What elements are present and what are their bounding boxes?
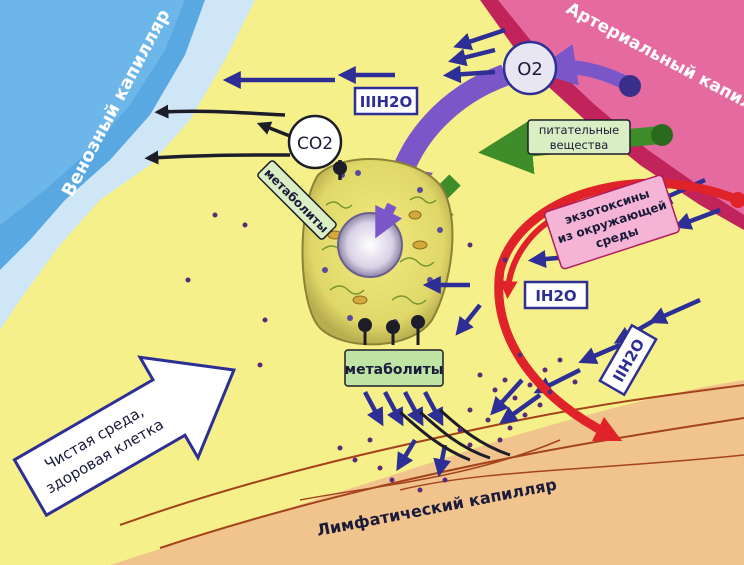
- oxygen-bubble: O2: [502, 40, 558, 96]
- lymph-inflow-lines: [398, 408, 511, 462]
- arterial-oxygen-dot: [619, 75, 641, 97]
- cell: [301, 158, 454, 346]
- nutrient-dot: [651, 124, 673, 146]
- co2-dot: [333, 161, 347, 175]
- water-box-3: IIIH2O: [353, 86, 419, 116]
- water-label-3: IIIH2O: [360, 93, 413, 111]
- cell-nucleus: [337, 212, 403, 278]
- co2-bubble: CO2: [287, 114, 343, 170]
- nutrients-label-2: вещества: [550, 138, 609, 152]
- clean-environment-arrow: Чистая среда, здоровая клетка: [12, 355, 237, 518]
- exotoxins-label-box: экзотоксины из окружающей среды: [544, 174, 680, 270]
- cell-metabolite-dots: [358, 315, 425, 334]
- co2-label: CO2: [297, 134, 333, 154]
- oxygen-to-nucleus-arrow: [375, 202, 403, 239]
- exotoxin-source-dot: [730, 192, 744, 208]
- nutrients-label-box: питательные вещества: [527, 119, 631, 155]
- metabolites-large-label: метаболиты: [345, 362, 444, 378]
- nutrients-label-1: питательные: [539, 123, 619, 137]
- exotoxin-particles: [185, 212, 578, 493]
- venous-capillary: Венозный капилляр: [0, 0, 255, 330]
- metabolites-large-box: метаболиты: [344, 349, 444, 387]
- oxygen-label: O2: [517, 59, 543, 80]
- water-box-1: IH2O: [523, 280, 589, 310]
- water-label-1: IH2O: [535, 287, 576, 305]
